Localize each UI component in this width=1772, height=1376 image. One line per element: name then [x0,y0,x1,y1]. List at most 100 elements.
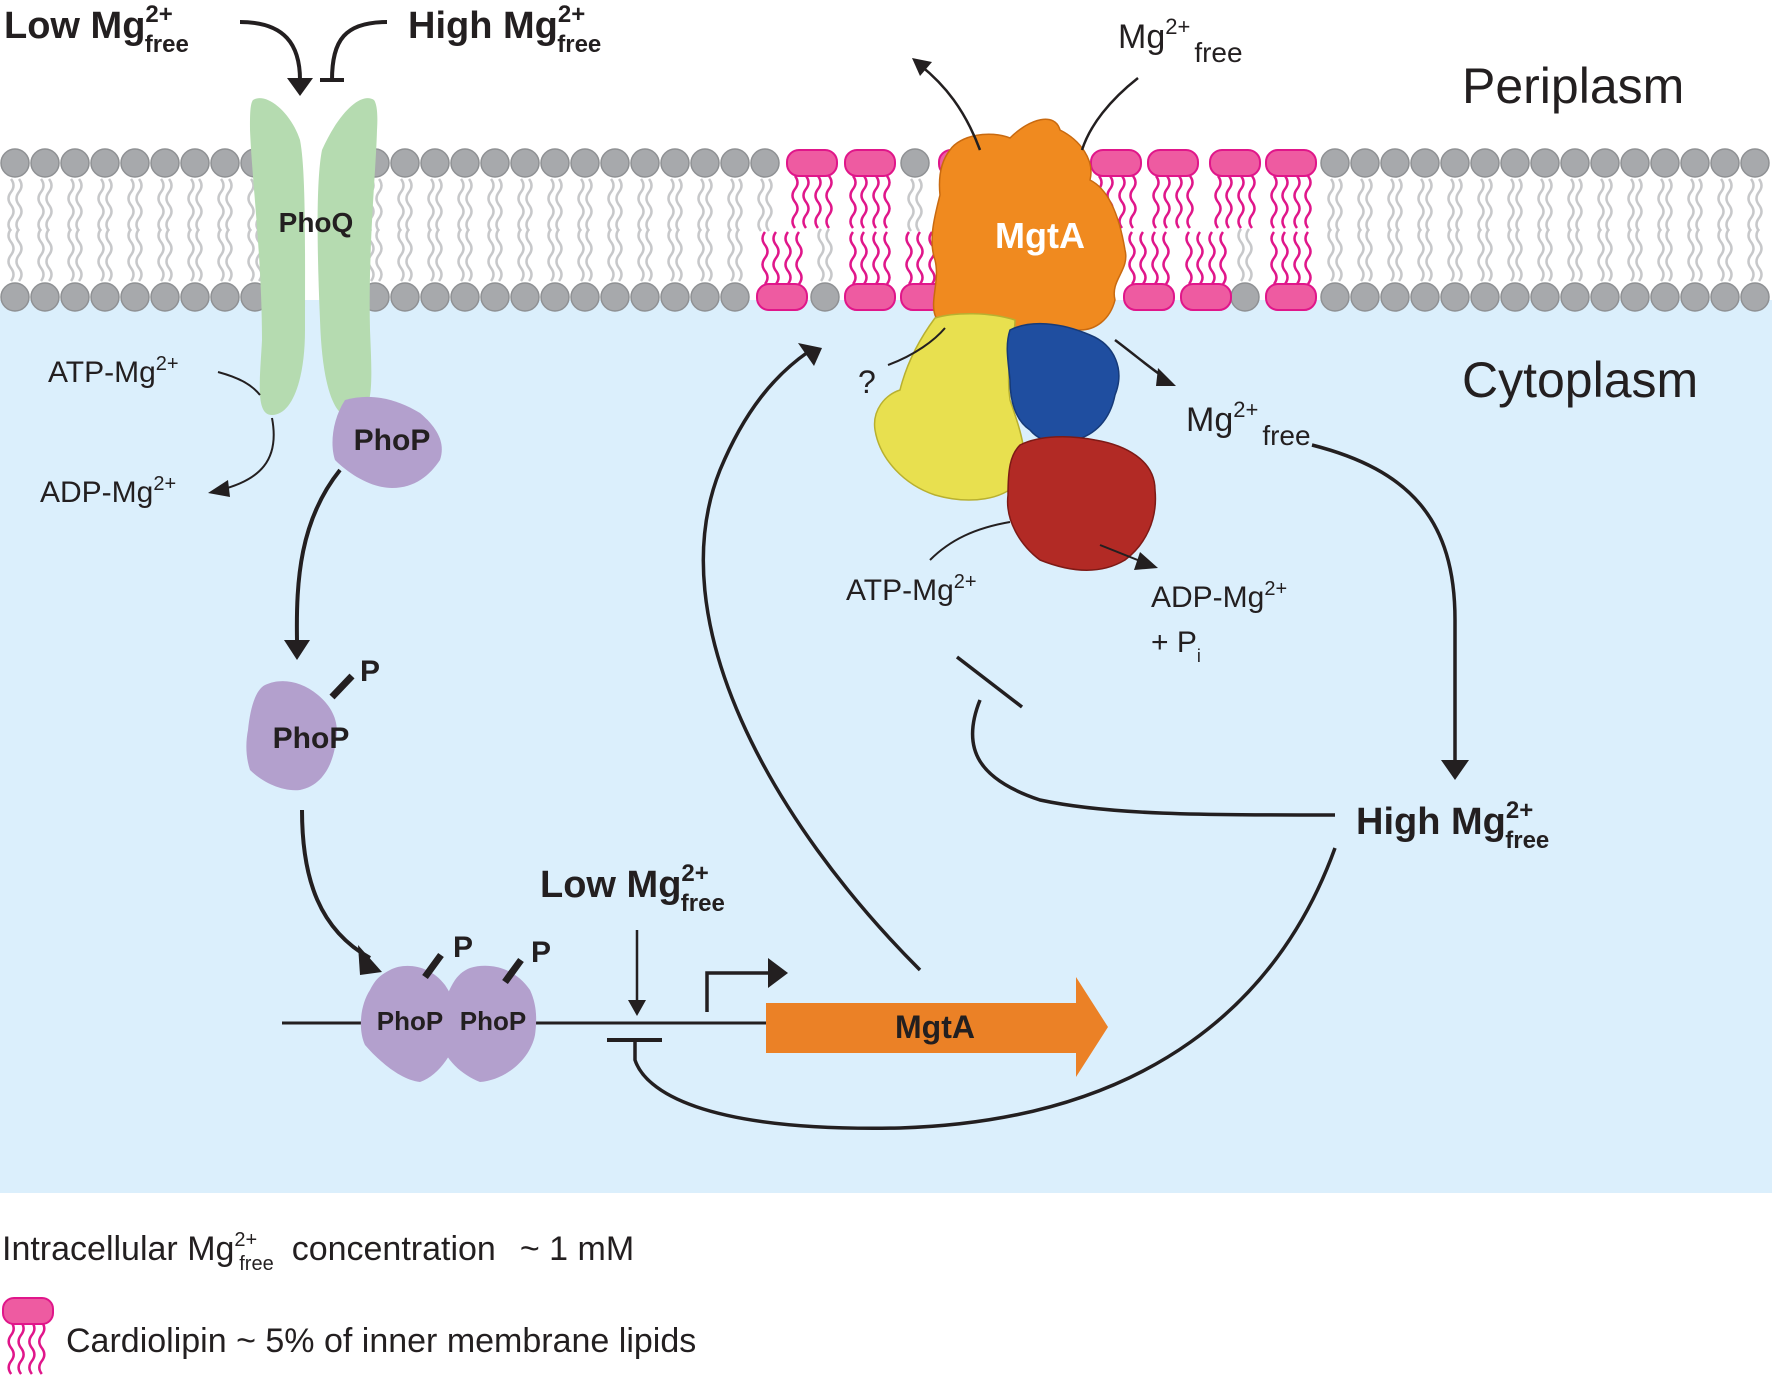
phospholipid-head [600,282,630,312]
phospholipid-tail [1665,178,1673,232]
phospholipid-head [1470,282,1500,312]
phospholipid-tail [667,228,675,282]
phospholipid-head [1650,148,1680,178]
promoter-arrow [705,971,770,1012]
phospholipid-tail [585,178,593,232]
phospholipid-tail [547,228,555,282]
phoq-atp-label: ATP-Mg2+ [48,353,179,389]
phospholipid-head [1620,148,1650,178]
phospholipid-head [510,148,540,178]
phospholipid-tail [1695,178,1703,232]
phospholipid-tail [1387,228,1395,282]
question-mark: ? [858,364,876,400]
phospholipid-tail [1365,228,1373,282]
phospholipid-tail [195,228,203,282]
mgta-protein-label: MgtA [995,215,1085,256]
phospholipid-tail [1395,228,1403,282]
phospholipid-head [570,148,600,178]
phospholipid-tail [525,178,533,232]
phospholipid-tail [577,178,585,232]
arrowhead-icon [1134,552,1158,570]
periplasm-mg-label: Mg2+free [1118,14,1243,68]
cardiolipin-lipid [844,231,896,311]
phospholipid-head [1380,148,1410,178]
phoq-adp-label: ADP-Mg2+ [40,473,176,509]
phospholipid-tail [1567,178,1575,232]
phospholipid-head [1350,282,1380,312]
phospholipid-head [90,148,120,178]
phospholipid-head [420,282,450,312]
phospholipid-tail [105,178,113,232]
phospholipid-tail [375,178,383,232]
phospholipid-head [480,148,510,178]
phop-to-dna-arrow [300,809,371,960]
cardiolipin-lipid [1265,149,1317,229]
phospholipid-tail [37,178,45,232]
phospholipid-head [1740,282,1770,312]
phospholipid-tail [1237,228,1245,282]
phospholipid-tail [37,228,45,282]
mgta-gene: MgtA [766,977,1108,1077]
phospholipid-tail [1395,178,1403,232]
phospholipid-head [540,282,570,312]
phospholipid-tail [465,178,473,232]
cardiolipin-tail [7,1321,15,1375]
phospholipid-tail [585,228,593,282]
phospholipid-head [630,148,660,178]
phospholipid-tail [757,178,765,232]
phospholipid-tail [517,178,525,232]
low-mg-activation-arrow [239,20,302,81]
phospholipid-tail [225,228,233,282]
phospholipid-head [1380,282,1410,312]
phospholipid-tail [1755,228,1763,282]
phoq-label: PhoQ [279,207,354,238]
phospholipid-head [390,282,420,312]
inhibition-bar-icon [955,655,1024,709]
phospholipid-tail [637,178,645,232]
phospholipid-tail [525,228,533,282]
phospholipid-tail [1485,178,1493,232]
phospholipid-head [1560,148,1590,178]
phospholipid-tail [915,178,923,232]
mgta-phosphorylation-domain [1006,435,1157,571]
mg-question-line [887,327,946,366]
phospholipid-tail [7,178,15,232]
cardiolipin-tail [28,1321,36,1375]
phospholipid-tail [607,228,615,282]
phosphate-label: P [531,936,551,969]
phospholipid-tail [1687,178,1695,232]
phospholipid-tail [1545,228,1553,282]
phospholipid-tail [1327,228,1335,282]
phospholipid-tail [1477,178,1485,232]
phospholipid-tail [15,228,23,282]
cardiolipin-lipid [756,231,808,311]
phospholipid-head [1350,148,1380,178]
phospholipid-tail [1425,178,1433,232]
mgta-atp-label: ATP-Mg2+ [846,571,977,607]
phospholipid-head [660,148,690,178]
phospholipid-head [1530,282,1560,312]
phospholipid-tail [1695,228,1703,282]
phospholipid-tail [555,178,563,232]
legend-cardiolipin: Cardiolipin ~ 5% of inner membrane lipid… [66,1322,696,1360]
phospholipid-head [1320,148,1350,178]
phospholipid-tail [247,228,255,282]
phospholipid-tail [825,228,833,282]
phospholipid-tail [727,178,735,232]
phospholipid-tail [1725,228,1733,282]
phospholipid-head [150,282,180,312]
phospholipid-tail [637,228,645,282]
phospholipid-tail [375,228,383,282]
phospholipid-tail [1717,228,1725,282]
phospholipid-tail [1597,178,1605,232]
cytoplasm-label: Cytoplasm [1462,352,1698,408]
phospholipid-tail [465,228,473,282]
phospholipid-tail [45,178,53,232]
phospholipid-tail [705,228,713,282]
cytoplasm-mg-label: Mg2+free [1186,397,1311,451]
phospholipid-head [810,282,840,312]
phospholipid-tail [1447,178,1455,232]
phospholipid-tail [705,178,713,232]
